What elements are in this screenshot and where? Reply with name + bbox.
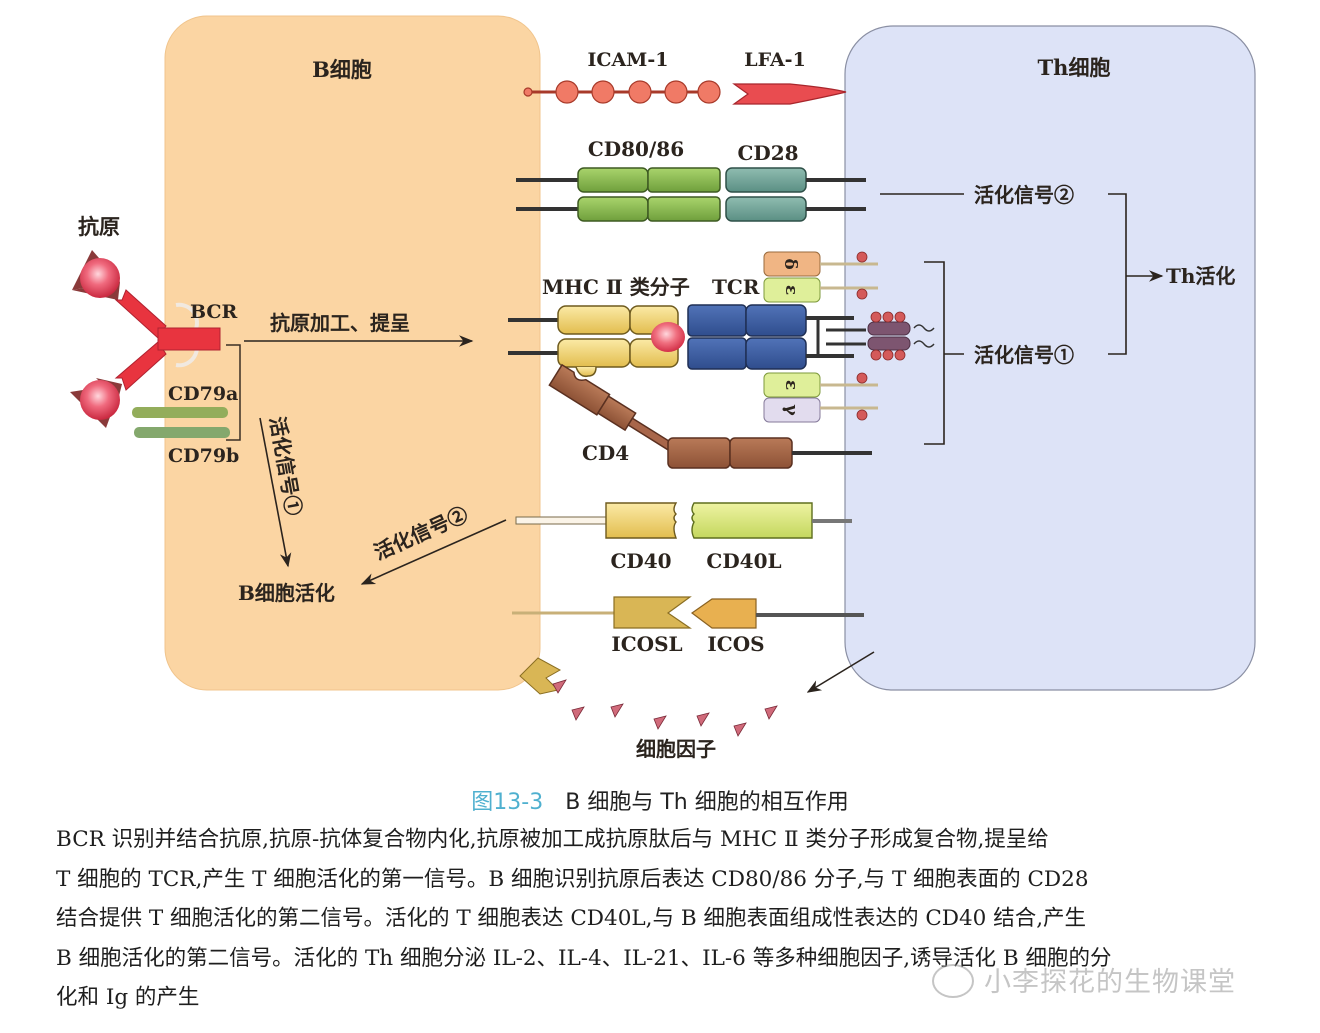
antigen-peptide [651, 322, 685, 352]
b-th-interaction-diagram: B细胞 Th细胞 抗原 BCR CD79a CD79b 抗原加工、提呈 活化信号… [70, 15, 1256, 761]
cytokine [653, 715, 667, 730]
cytokine [552, 679, 567, 694]
b-cell-title: B细胞 [312, 57, 372, 82]
zeta-chain [867, 311, 935, 361]
cd3-delta-label: δ [780, 258, 800, 269]
cd28-label: CD28 [737, 141, 798, 165]
cd3-epsilon-bottom-label: ε [781, 380, 801, 390]
cd3-epsilon-top-label: ε [781, 285, 801, 295]
cytokine [610, 703, 624, 718]
description-line: 化和 Ig 的产生 [56, 985, 200, 1010]
b-signal1-arrow [259, 417, 292, 568]
cd79b [134, 427, 230, 438]
cd3-epsilon-top: ε [763, 277, 878, 303]
cytokine [764, 705, 778, 720]
cytokine [571, 706, 585, 721]
figure-title: B 细胞与 Th 细胞的相互作用 [565, 790, 849, 815]
cd79a [132, 407, 228, 418]
th-bracket-outer [1108, 193, 1127, 355]
cd40l [691, 502, 852, 539]
processing-label: 抗原加工、提呈 [270, 311, 410, 335]
cd3-gamma: γ [763, 397, 878, 423]
antigen-top [72, 250, 120, 300]
description-line: BCR 识别并结合抗原,抗原-抗体复合物内化,抗原被加工成抗原肽后与 MHC Ⅱ… [56, 827, 1049, 852]
cd79b-label: CD79b [168, 445, 239, 467]
lfa-1 [732, 83, 847, 105]
th-cell-title: Th细胞 [1038, 55, 1111, 80]
icos [690, 598, 864, 629]
description-line: 结合提供 T 细胞活化的第二信号。活化的 T 细胞表达 CD40L,与 B 细胞… [56, 906, 1087, 931]
cytokine [696, 712, 710, 727]
th-activation-label: Th活化 [1166, 264, 1235, 288]
icam-label: ICAM-1 [588, 49, 669, 71]
b-signal2-arrow [360, 519, 507, 585]
cd79a-label: CD79a [168, 383, 238, 405]
cd80-label: CD80/86 [588, 137, 684, 161]
figure-caption: 图13-3 B 细胞与 Th 细胞的相互作用 [0, 784, 1320, 816]
figure-number: 图13-3 [471, 790, 544, 815]
wechat-icon [932, 963, 974, 998]
cd3-delta: δ [763, 251, 878, 277]
th-signal1-label: 活化信号① [974, 343, 1074, 367]
cd40-label: CD40 [610, 549, 671, 573]
bcr-molecule [114, 289, 221, 391]
th-bracket-inner [924, 261, 964, 445]
cd40 [515, 502, 678, 539]
cd40l-label: CD40L [706, 549, 781, 573]
description-line: B 细胞活化的第二信号。活化的 Th 细胞分泌 IL-2、IL-4、IL-21、… [56, 945, 1112, 971]
mhc-ii [508, 305, 679, 378]
cd3-gamma-label: γ [781, 404, 801, 416]
cytokine-receptor [519, 657, 562, 695]
cytokines [552, 679, 778, 737]
tcr [687, 304, 866, 370]
icam-1 [523, 80, 721, 104]
watermark: 小李探花的生物课堂 [932, 960, 1236, 1001]
watermark-text: 小李探花的生物课堂 [984, 967, 1236, 998]
cd28 [725, 167, 866, 222]
bcr-label: BCR [190, 301, 238, 323]
cytokine [733, 722, 747, 737]
figure-description: BCR 识别并结合抗原,抗原-抗体复合物内化,抗原被加工成抗原肽后与 MHC Ⅱ… [56, 820, 1296, 1018]
cytokine-arrow [806, 651, 875, 693]
icosl [512, 596, 692, 629]
cd3-epsilon-bottom: ε [763, 372, 878, 398]
b-activation-label: B细胞活化 [238, 581, 335, 605]
cd80-86 [516, 167, 721, 222]
th-signal2-label: 活化信号② [974, 183, 1074, 207]
antigen-label: 抗原 [78, 214, 120, 239]
icosl-label: ICOSL [611, 632, 682, 656]
description-line: T 细胞的 TCR,产生 T 细胞活化的第一信号。B 细胞识别抗原后表达 CD8… [56, 866, 1089, 892]
icos-label: ICOS [707, 632, 764, 656]
b-cell-body [164, 15, 541, 691]
bcr-bracket [226, 344, 241, 441]
cytokine-label: 细胞因子 [636, 737, 716, 761]
tcr-label: TCR [712, 275, 760, 299]
antigen-bottom [70, 378, 122, 428]
cd4-label: CD4 [582, 441, 629, 465]
mhc-label: MHC Ⅱ 类分子 [542, 275, 690, 299]
cd4 [548, 363, 872, 469]
lfa-label: LFA-1 [744, 49, 806, 71]
